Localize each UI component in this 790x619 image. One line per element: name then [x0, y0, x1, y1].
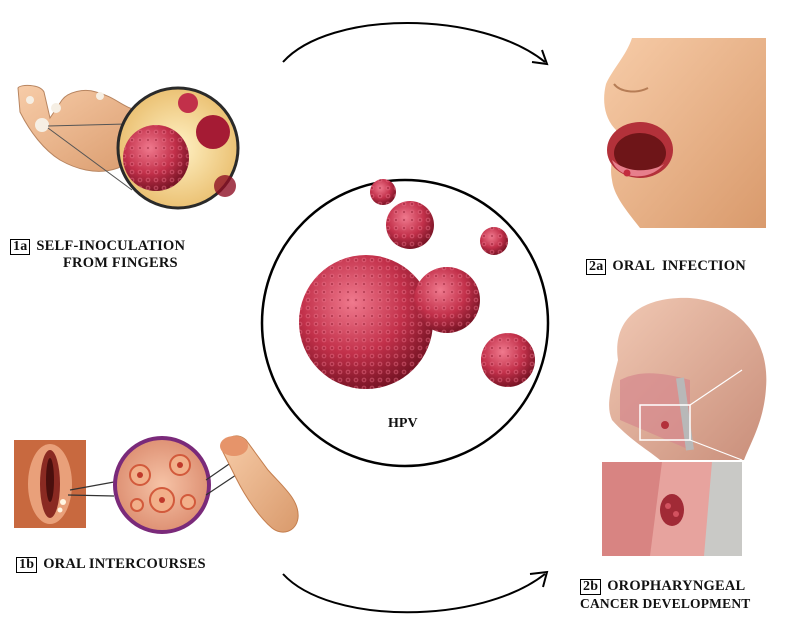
- hpv-label: HPV: [388, 416, 418, 432]
- label-1b-line1: ORAL INTERCOURSES: [43, 556, 206, 572]
- label-1b: 1b ORAL INTERCOURSES: [16, 556, 206, 573]
- cell-magnifier-icon: [115, 438, 209, 532]
- head-throat-icon: [609, 298, 766, 460]
- tag-1b: 1b: [16, 557, 37, 573]
- throat-tumor-icon: [602, 462, 742, 556]
- label-2a: 2a ORAL INFECTION: [586, 258, 746, 275]
- label-1a-line1: SELF-INOCULATION: [36, 238, 185, 254]
- virus-magnifier-icon: [118, 88, 238, 208]
- label-2b-line1: OROPHARYNGEAL: [607, 578, 745, 594]
- tag-2b: 2b: [580, 579, 601, 595]
- tag-1a: 1a: [10, 239, 30, 255]
- label-2a-line1: ORAL INFECTION: [612, 258, 746, 274]
- label-2b: 2b OROPHARYNGEAL: [580, 578, 745, 595]
- label-2b-line2: CANCER DEVELOPMENT: [580, 595, 751, 612]
- penis-icon: [220, 436, 298, 532]
- tag-2a: 2a: [586, 259, 606, 275]
- face-mouth-icon: [604, 38, 766, 228]
- vulva-icon: [14, 440, 86, 528]
- label-1a-line2: FROM FINGERS: [63, 255, 178, 272]
- arrow-bottom: [283, 572, 547, 612]
- arrow-top: [283, 23, 547, 64]
- label-1a: 1a SELF-INOCULATION: [10, 238, 185, 255]
